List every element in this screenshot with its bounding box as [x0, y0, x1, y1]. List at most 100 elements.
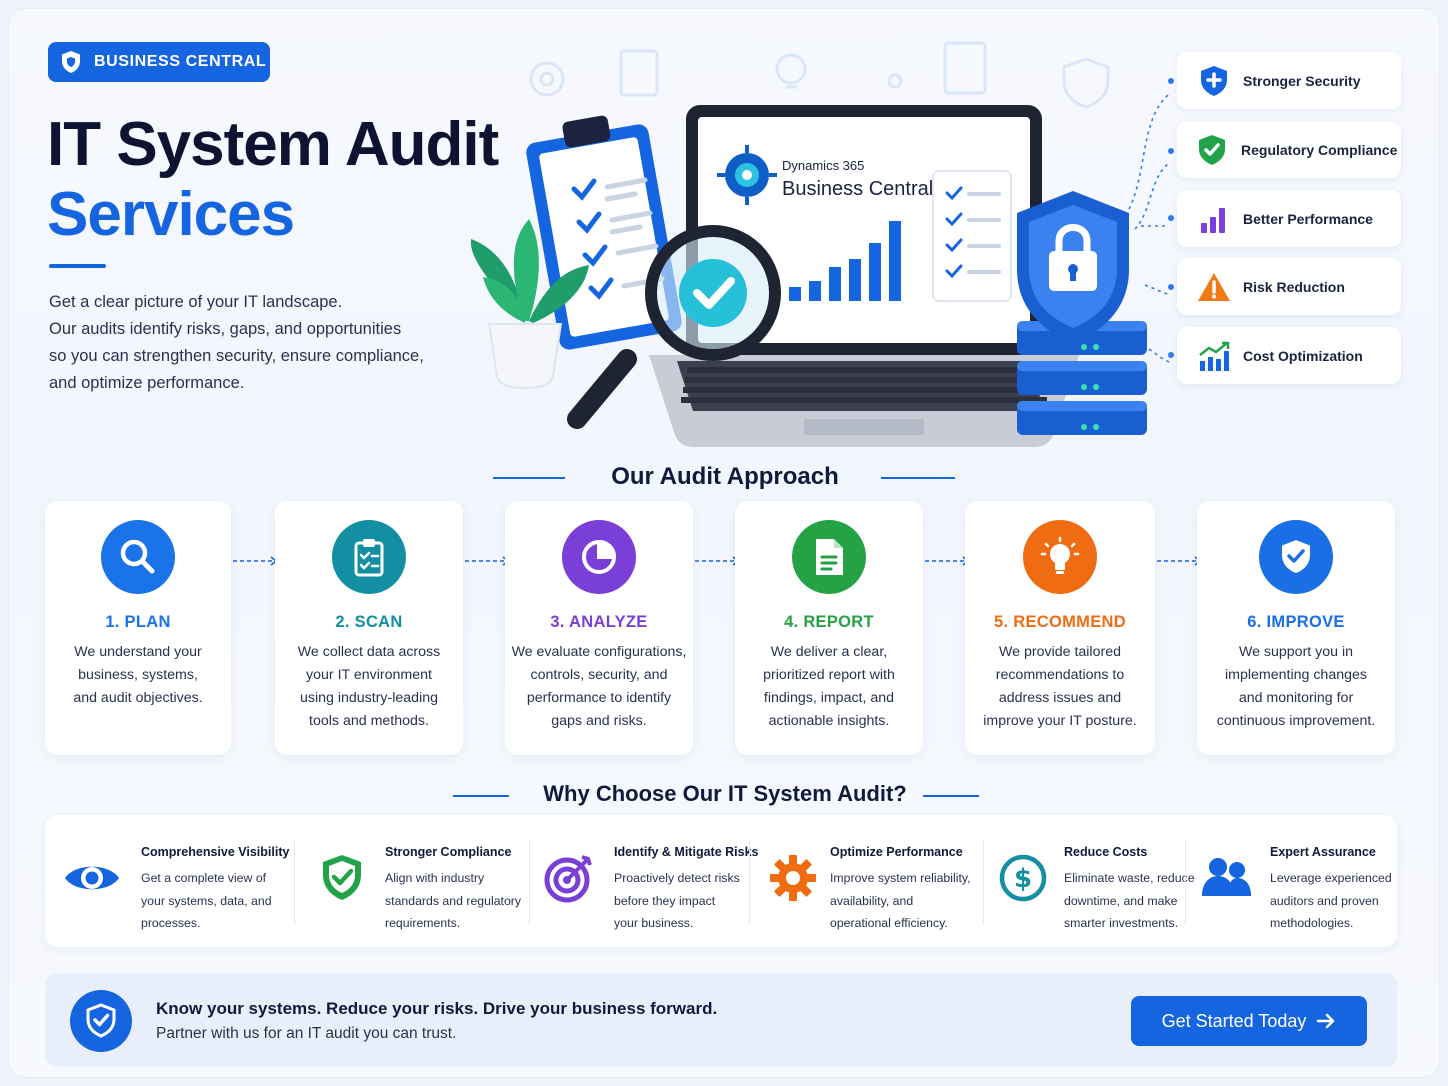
category-badge: BUSINESS CENTRAL	[48, 42, 270, 82]
section-rule	[923, 795, 979, 797]
why-line: standards and regulatory	[385, 893, 522, 908]
growth-chart-icon	[1197, 339, 1231, 373]
why-line: methodologies.	[1270, 916, 1354, 930]
users-icon	[1198, 849, 1256, 907]
benefit-label: Regulatory Compliance	[1241, 141, 1398, 158]
step-line: performance to identify	[526, 690, 672, 706]
page-title: IT System Audit	[47, 110, 499, 179]
section-rule	[881, 477, 955, 479]
step-card-plan: 1. PLAN We understand your business, sys…	[45, 501, 231, 755]
section-title-why: Why Choose Our IT System Audit?	[543, 781, 907, 806]
step-line: using industry-leading	[299, 690, 439, 706]
step-title: 6. IMPROVE	[1247, 613, 1345, 631]
why-line: Eliminate waste, reduce	[1064, 871, 1195, 885]
why-line: downtime, and make	[1064, 893, 1178, 908]
cta-banner: Know your systems. Reduce your risks. Dr…	[45, 973, 1397, 1067]
divider	[529, 839, 530, 925]
why-line: Improve system reliability,	[830, 871, 971, 885]
hero-illustration: Dynamics 365 Business Central	[470, 41, 1169, 447]
target-icon	[540, 849, 598, 907]
step-line: We understand your	[74, 644, 202, 660]
intro-line: so you can strengthen security, ensure c…	[49, 347, 424, 365]
bar-chart-icon	[1197, 202, 1231, 236]
step-description: We provide tailored recommendations to a…	[965, 641, 1155, 733]
step-description: We evaluate configurations, controls, se…	[505, 641, 693, 733]
step-card-analyze: 3. ANALYZE We evaluate configurations, c…	[505, 501, 693, 755]
benefit-label: Risk Reduction	[1243, 278, 1345, 295]
arrow-right-icon	[233, 556, 278, 566]
why-line: Get a complete view of	[141, 871, 267, 885]
get-started-label: Get Started Today	[1161, 1010, 1307, 1031]
step-title: 2. SCAN	[335, 613, 403, 631]
step-title: 3. ANALYZE	[550, 613, 648, 631]
laptop-brand-large: Business Central	[782, 178, 933, 200]
cta-subtext: Partner with us for an IT audit you can …	[156, 1025, 457, 1042]
laptop-brand-small: Dynamics 365	[782, 158, 864, 173]
step-line: implementing changes	[1225, 667, 1367, 683]
why-description: Proactively detect risks before they imp…	[614, 867, 740, 935]
badge-label: BUSINESS CENTRAL	[94, 53, 267, 70]
magnifier-icon	[101, 520, 175, 594]
why-line: auditors and proven	[1270, 893, 1379, 908]
why-title: Reduce Costs	[1064, 845, 1148, 859]
magnifier-graphic	[567, 225, 781, 429]
why-description: Align with industry standards and regula…	[385, 867, 521, 935]
step-line: and audit objectives.	[73, 690, 203, 706]
step-card-improve: 6. IMPROVE We support you in implementin…	[1197, 501, 1395, 755]
divider	[983, 839, 984, 925]
why-line: processes.	[141, 916, 201, 930]
why-description: Get a complete view of your systems, dat…	[141, 867, 272, 935]
shield-icon	[62, 51, 80, 73]
benefit-cost-optimization: Cost Optimization	[1177, 327, 1401, 384]
intro-line: Our audits identify risks, gaps, and opp…	[49, 320, 402, 338]
laptop-graphic: Dynamics 365 Business Central	[649, 105, 1079, 447]
why-title: Comprehensive Visibility	[141, 845, 290, 859]
why-line: Align with industry	[385, 871, 485, 885]
dollar-icon: $	[994, 849, 1052, 907]
pie-chart-icon	[562, 520, 636, 594]
benefit-label: Stronger Security	[1243, 72, 1361, 89]
shield-check-icon	[1259, 520, 1333, 594]
benefit-regulatory-compliance: Regulatory Compliance	[1177, 121, 1401, 178]
shield-server-graphic	[1017, 191, 1147, 435]
step-line: prioritized report with	[763, 667, 895, 683]
why-line: your business.	[614, 916, 694, 930]
get-started-button[interactable]: Get Started Today	[1131, 996, 1367, 1046]
section-rule	[493, 477, 565, 479]
why-title: Stronger Compliance	[385, 845, 512, 859]
svg-text:$: $	[1014, 864, 1032, 894]
plant-graphic	[470, 219, 589, 390]
clipboard-icon	[332, 520, 406, 594]
step-line: recommendations to	[995, 667, 1125, 683]
step-line: address issues and	[998, 690, 1122, 706]
why-title: Identify & Mitigate Risks	[614, 845, 759, 859]
step-description: We collect data across your IT environme…	[275, 641, 463, 733]
shield-plus-icon	[1197, 64, 1231, 98]
why-line: Proactively detect risks	[614, 871, 740, 885]
step-description: We deliver a clear, prioritized report w…	[735, 641, 923, 733]
step-description: We understand your business, systems, an…	[45, 641, 231, 710]
step-line: We provide tailored	[999, 644, 1121, 660]
intro-text: Get a clear picture of your IT landscape…	[49, 289, 469, 397]
gear-icon	[764, 849, 822, 907]
step-card-scan: 2. SCAN We collect data across your IT e…	[275, 501, 463, 755]
benefit-label: Better Performance	[1243, 210, 1373, 227]
step-line: We collect data across	[297, 644, 441, 660]
step-title: 4. REPORT	[784, 613, 874, 631]
step-line: controls, security, and	[530, 667, 668, 683]
shield-check-icon	[70, 990, 132, 1052]
benefit-risk-reduction: Risk Reduction	[1177, 258, 1401, 315]
step-title: 5. RECOMMEND	[994, 613, 1126, 631]
why-description: Eliminate waste, reduce downtime, and ma…	[1064, 867, 1195, 935]
step-description: We support you in implementing changes a…	[1197, 641, 1395, 733]
page-title-accent: Services	[47, 180, 295, 249]
why-title: Optimize Performance	[830, 845, 963, 859]
why-line: your systems, data, and	[141, 893, 272, 908]
benefit-stronger-security: Stronger Security	[1177, 52, 1401, 109]
step-line: We support you in	[1238, 644, 1354, 660]
intro-line: and optimize performance.	[49, 374, 245, 392]
arrow-right-icon	[1317, 1013, 1335, 1029]
why-line: availability, and	[830, 893, 914, 908]
divider	[1185, 839, 1186, 925]
step-line: improve your IT posture.	[983, 713, 1137, 729]
